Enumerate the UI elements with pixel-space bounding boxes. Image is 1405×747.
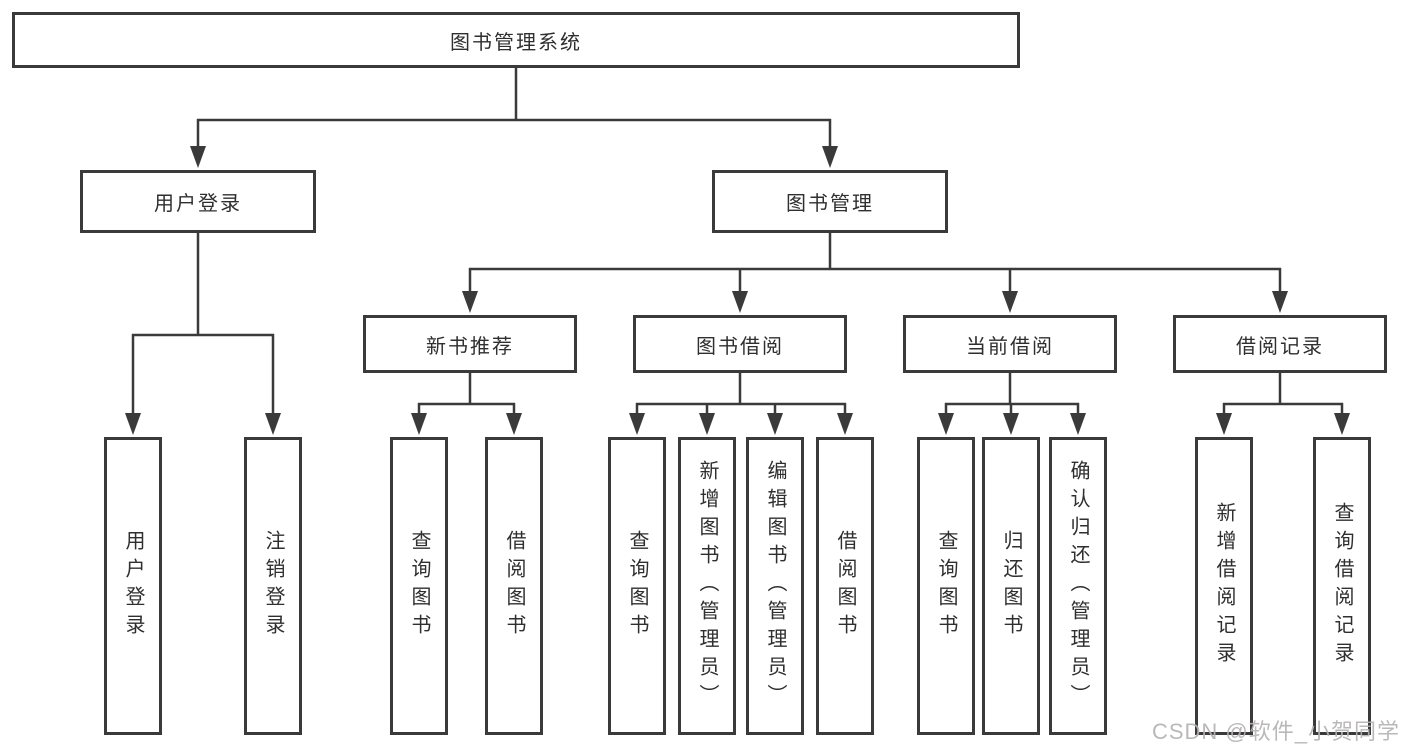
leaf-logout: 注销登录	[244, 437, 302, 735]
leaf-label: 确认归还（管理员）	[1067, 460, 1089, 712]
node-book-borrow: 图书借阅	[633, 315, 847, 373]
leaf-label: 用户登录	[122, 530, 144, 642]
leaf-user-login: 用户登录	[104, 437, 162, 735]
arrowheads	[125, 146, 1350, 435]
node-label: 图书借阅	[696, 335, 784, 358]
leaf-label: 归还图书	[1000, 530, 1022, 642]
leaf-label: 查询图书	[408, 530, 430, 642]
leaf-label: 新增图书（管理员）	[696, 460, 718, 712]
csdn-watermark: CSDN @软件_小贺同学	[1151, 719, 1400, 744]
node-library-system: 图书管理系统	[12, 12, 1020, 68]
node-label: 新书推荐	[426, 335, 514, 358]
leaf-label: 查询借阅记录	[1331, 502, 1353, 670]
node-label: 图书管理	[786, 193, 874, 215]
leaf-query-books-borrow: 查询图书	[608, 437, 666, 735]
leaf-add-books-admin: 新增图书（管理员）	[678, 437, 736, 735]
leaf-edit-books-admin: 编辑图书（管理员）	[746, 437, 804, 735]
node-label: 用户登录	[154, 193, 242, 215]
leaf-label: 借阅图书	[503, 530, 525, 642]
leaf-add-borrow-record: 新增借阅记录	[1195, 437, 1253, 735]
leaf-label: 编辑图书（管理员）	[764, 460, 786, 712]
node-label: 借阅记录	[1236, 335, 1324, 358]
leaf-borrow-books-recommend: 借阅图书	[485, 437, 543, 735]
node-current-borrow: 当前借阅	[903, 315, 1117, 373]
leaf-label: 新增借阅记录	[1213, 502, 1235, 670]
node-label: 图书管理系统	[450, 31, 582, 54]
leaf-query-books-current: 查询图书	[917, 437, 975, 735]
leaf-confirm-return-admin: 确认归还（管理员）	[1049, 437, 1107, 735]
node-new-book-recommend: 新书推荐	[363, 315, 577, 373]
leaf-label: 借阅图书	[834, 530, 856, 642]
leaf-query-books-recommend: 查询图书	[390, 437, 448, 735]
node-label: 当前借阅	[966, 335, 1054, 358]
node-user-login: 用户登录	[80, 170, 316, 233]
leaf-label: 查询图书	[626, 530, 648, 642]
leaf-label: 注销登录	[262, 530, 284, 642]
node-book-management: 图书管理	[712, 170, 948, 233]
node-borrow-records: 借阅记录	[1173, 315, 1387, 373]
leaf-borrow-books: 借阅图书	[816, 437, 874, 735]
leaf-return-books: 归还图书	[982, 437, 1040, 735]
leaf-label: 查询图书	[935, 530, 957, 642]
leaf-query-borrow-record: 查询借阅记录	[1313, 437, 1371, 735]
